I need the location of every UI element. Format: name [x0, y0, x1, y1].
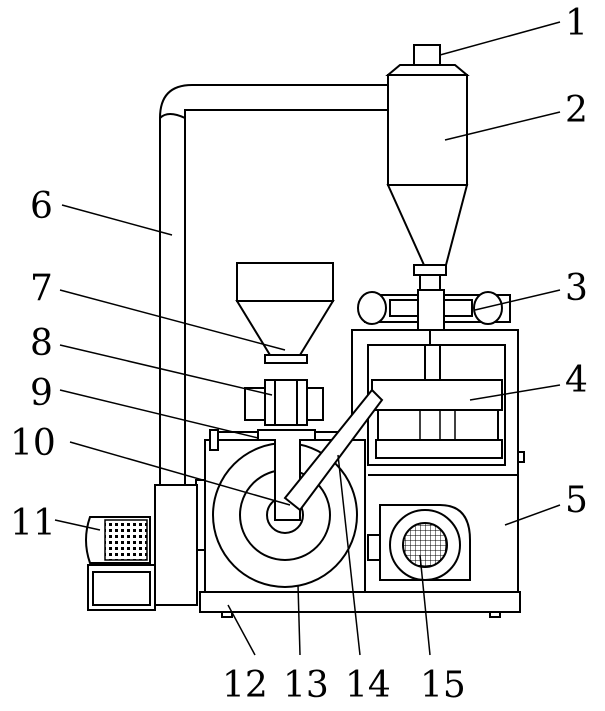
- label-9: 9: [30, 373, 53, 414]
- discharge-valve: [357, 289, 511, 345]
- label-2: 2: [565, 90, 588, 131]
- label-4: 4: [565, 360, 588, 401]
- label-10: 10: [10, 423, 56, 464]
- fan-motor: [85, 484, 198, 611]
- base-plate: [199, 591, 521, 613]
- drive-belt: [283, 388, 384, 512]
- feed-hopper: [235, 262, 335, 426]
- label-3: 3: [565, 268, 588, 309]
- label-1: 1: [565, 3, 588, 44]
- screen-box: [371, 379, 503, 459]
- label-6: 6: [30, 186, 53, 227]
- cyclone-separator: [385, 44, 470, 296]
- foot: [221, 611, 233, 618]
- label-14: 14: [345, 665, 391, 706]
- part-labels: 1 2 3 4 5 6 7 8 9 10 11 12 13 14 15: [10, 3, 588, 706]
- label-12: 12: [222, 665, 268, 706]
- label-11: 11: [10, 503, 56, 544]
- label-15: 15: [420, 665, 466, 706]
- label-8: 8: [30, 323, 53, 364]
- label-7: 7: [30, 268, 53, 309]
- leader-lines: [54, 21, 561, 656]
- foot: [489, 611, 501, 618]
- label-5: 5: [565, 480, 588, 521]
- label-13: 13: [283, 665, 329, 706]
- main-motor: [367, 504, 471, 581]
